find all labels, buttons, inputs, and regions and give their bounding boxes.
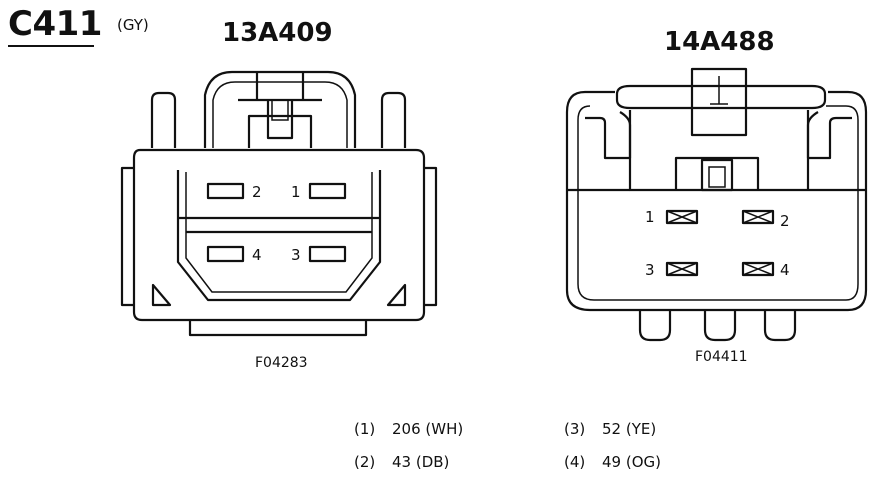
connector-color: (GY) [117, 16, 149, 34]
left-inner-shroud [176, 170, 382, 302]
right-foot-2 [703, 310, 737, 342]
left-ear-right [424, 166, 438, 307]
left-inner-shroud-inner [185, 172, 373, 293]
left-pin-1-label: 1 [291, 183, 301, 201]
right-pin-4-cavity [741, 261, 775, 277]
left-pin-3-cavity [308, 245, 347, 263]
right-notch-left [585, 111, 632, 160]
right-pin-1-label: 1 [645, 208, 655, 226]
connector-id-underline [8, 45, 94, 47]
legend-circuit: 43 (DB) [392, 453, 450, 471]
legend-item-pin-3: (3) 52 (YE) [564, 420, 656, 438]
legend-item-pin-4: (4) 49 (OG) [564, 453, 661, 471]
left-corner-mark-left [151, 283, 172, 307]
right-latch-window-inner [708, 166, 726, 188]
left-part-number: 13A409 [222, 18, 333, 48]
right-housing-inner [577, 105, 859, 301]
left-pin-2-cavity [206, 182, 245, 200]
left-bottom-tab [188, 320, 368, 337]
legend-pin: (3) [564, 420, 586, 438]
left-pin-3-label: 3 [291, 246, 301, 264]
legend-circuit: 206 (WH) [392, 420, 464, 438]
left-pin-4-cavity [206, 245, 245, 263]
right-housing [565, 90, 868, 312]
left-figure-code: F04283 [255, 355, 308, 371]
right-connector-drawing: 1 2 3 4 [565, 67, 868, 342]
legend-item-pin-2: (2) 43 (DB) [354, 453, 449, 471]
right-latch-window [700, 158, 734, 192]
right-pin-3-cavity [665, 261, 699, 277]
right-foot-1 [638, 310, 672, 342]
right-foot-3 [763, 310, 797, 342]
left-latch-body [247, 114, 313, 148]
left-connector-drawing: 2 1 4 3 [120, 70, 438, 337]
left-corner-mark-right [386, 283, 407, 307]
legend-pin: (1) [354, 420, 376, 438]
left-post-right [380, 91, 407, 148]
right-pin-1-cavity [665, 209, 699, 225]
left-latch-arch [203, 70, 357, 148]
left-latch-lock [271, 99, 289, 121]
left-pin-1-cavity [308, 182, 347, 200]
legend-pin: (2) [354, 453, 376, 471]
right-pin-4-label: 4 [780, 261, 790, 279]
right-latch-block [690, 67, 748, 137]
right-pin-2-cavity [741, 209, 775, 225]
left-latch-tab [238, 98, 322, 140]
legend-circuit: 52 (YE) [602, 420, 657, 438]
left-pin-4-label: 4 [252, 246, 262, 264]
left-housing [132, 148, 426, 322]
legend-item-pin-1: (1) 206 (WH) [354, 420, 463, 438]
left-pin-2-label: 2 [252, 183, 262, 201]
right-latch-mark [710, 76, 728, 105]
legend-circuit: 49 (OG) [602, 453, 661, 471]
right-notch-right [806, 111, 852, 160]
right-part-number: 14A488 [664, 27, 775, 57]
left-ear-left [120, 166, 134, 307]
connector-id: C411 [8, 4, 102, 44]
right-latch-bar [615, 84, 827, 110]
right-figure-code: F04411 [695, 349, 748, 365]
left-latch-posts [255, 72, 305, 100]
left-post-left [150, 91, 177, 148]
legend-pin: (4) [564, 453, 586, 471]
right-channel-top [674, 156, 760, 190]
right-pin-3-label: 3 [645, 261, 655, 279]
left-latch-arch-inner [212, 81, 348, 148]
right-pin-2-label: 2 [780, 212, 790, 230]
